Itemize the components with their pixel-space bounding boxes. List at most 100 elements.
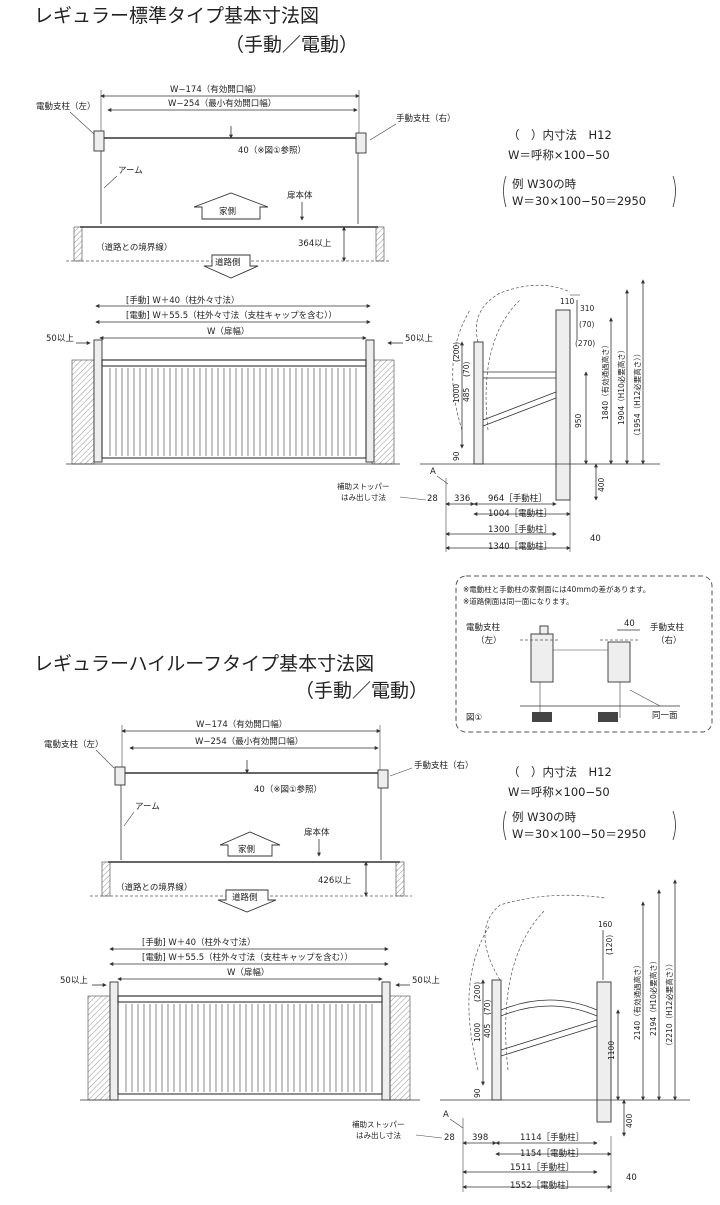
label-a: A	[443, 1110, 449, 1120]
d120: (120)	[605, 935, 614, 955]
swing-arc-inner	[505, 909, 546, 1071]
note-line3: 例 W30の時	[512, 810, 577, 824]
bracket-right	[672, 810, 676, 841]
leader-line	[389, 767, 413, 777]
label-40: 40（※図①参照）	[254, 784, 322, 795]
d400: 400	[625, 1113, 634, 1128]
arm-diagonal-2	[482, 397, 557, 427]
wall-right	[387, 995, 411, 1101]
highroof-title: レギュラーハイルーフタイプ基本寸法図	[34, 653, 374, 675]
leader-line	[103, 175, 118, 189]
arm-top	[500, 999, 598, 1011]
label-house: 家側	[219, 206, 236, 217]
label-right-post: 手動支柱（右）	[396, 113, 456, 124]
detail-label-left: 電動支柱	[466, 622, 501, 633]
wall-right	[395, 861, 405, 897]
d160: 160	[598, 920, 613, 929]
label-boundary: （道路との境界線）	[116, 882, 192, 893]
gate-post-side	[491, 979, 502, 1101]
d1114: 1114［手動柱］	[520, 1132, 584, 1143]
detail-label-right: 手動支柱	[650, 622, 685, 633]
leader-line	[449, 1118, 464, 1129]
standard-plan-view: W−174（有効開口幅） W−254（最小有効開口幅） 電動支柱（左） 手動支柱…	[36, 84, 456, 279]
gate-panel	[101, 359, 367, 459]
house-side-arrow	[193, 192, 269, 220]
detail-note2: ※道路側面は同一面になります。	[463, 596, 574, 606]
post-left	[93, 339, 103, 463]
road-side-arrow	[217, 889, 277, 913]
swing-arc-left	[468, 924, 491, 1071]
post-right	[381, 981, 391, 1101]
d200: (200)	[452, 342, 461, 362]
highroof-notes: （ ）内寸法 H12 W＝呼称×100−50 例 W30の時 W＝30×100−…	[503, 765, 676, 841]
main-post-side	[596, 981, 612, 1123]
d1840: 1840（有効通過高さ）	[600, 341, 610, 420]
label-stopper1: 補助ストッパー	[352, 1119, 405, 1129]
detail-d40: 40	[624, 619, 635, 629]
highroof-subtitle: （手動／電動）	[295, 680, 428, 702]
d40: 40	[590, 534, 601, 544]
d2194: 2194（H10必要高さ）	[648, 957, 658, 1036]
arm-diagonal	[482, 391, 557, 421]
dim-min-effective: W−254（最小有効開口幅）	[195, 736, 303, 747]
arm-diagonal-2	[500, 1025, 598, 1057]
dim-effective: W−174（有効開口幅）	[170, 84, 261, 95]
label-right-post: 手動支柱（右）	[414, 760, 474, 771]
dim-left: 50以上	[46, 334, 74, 344]
detail-base-left	[532, 712, 552, 722]
d28: 28	[444, 1133, 455, 1143]
label-stopper1: 補助ストッパー	[337, 481, 390, 491]
label-40: 40（※図①参照）	[238, 145, 306, 156]
standard-section: レギュラー標準タイプ基本寸法図 （手動／電動） W−174（有効開口幅） W−2…	[34, 5, 676, 552]
swing-arc-inner	[485, 299, 521, 431]
right-post	[377, 769, 389, 789]
detail-left-cap	[539, 625, 549, 635]
d270: (270)	[575, 339, 595, 348]
main-post-side	[555, 309, 571, 501]
wall-left	[87, 995, 111, 1101]
leader-line	[123, 811, 135, 827]
note-line2: W＝呼称×100−50	[508, 148, 610, 162]
dim-w: W（扉幅）	[227, 967, 269, 978]
dim-right: 50以上	[412, 976, 440, 986]
d336: 336	[454, 494, 470, 504]
d1154: 1154［電動柱］	[520, 1148, 584, 1159]
d90: 90	[473, 1088, 482, 1098]
detail-left-post	[530, 633, 554, 683]
note-line4: W＝30×100−50＝2950	[512, 194, 646, 208]
label-depth: 364以上	[298, 239, 332, 249]
swing-arc-outer	[476, 284, 571, 343]
d1004: 1004［電動柱］	[488, 508, 552, 519]
dim-electric: [電動] W＋55.5（柱外々寸法（支柱キャップを含む））	[126, 310, 337, 321]
highroof-side-view: 160 (120) (200) (70) 1000 405 90 1100 40…	[352, 879, 690, 1192]
arm-diagonal	[500, 1019, 598, 1051]
d70: (70)	[579, 320, 594, 329]
dim-w: W（扉幅）	[207, 326, 249, 337]
left-post	[114, 766, 126, 786]
detail-frame	[455, 575, 713, 733]
d398: 398	[472, 1133, 488, 1143]
detail-figure: ※電動柱と手動柱の家側面には40mmの差があります。 ※道路側面は同一面になりま…	[455, 575, 713, 733]
detail-base-right	[598, 712, 618, 722]
d200: (200)	[473, 982, 482, 1002]
wall-left	[71, 359, 95, 465]
label-arm: アーム	[135, 802, 160, 812]
dim-electric: [電動] W＋55.5（柱外々寸法（支柱キャップを含む））	[142, 952, 353, 963]
leader-line	[415, 1134, 443, 1139]
d1511: 1511［手動柱］	[510, 1162, 574, 1173]
leader-line	[95, 749, 115, 769]
note-line1: （ ）内寸法 H12	[508, 765, 612, 779]
highroof-plan-view: W−174（有効開口幅） W−254（最小有効開口幅） 電動支柱（左） 手動支柱…	[44, 719, 474, 913]
leader-line	[69, 111, 95, 135]
d40: 40	[626, 1173, 637, 1183]
road-side-arrow	[203, 254, 259, 279]
swing-arc-outer	[484, 894, 606, 981]
d1552: 1552［電動柱］	[510, 1180, 574, 1191]
leader-line	[436, 475, 449, 485]
detail-label-left2: （左）	[476, 635, 502, 646]
house-side-arrow	[219, 831, 281, 857]
detail-right-post	[607, 641, 631, 683]
label-stopper2: はみ出し寸法	[356, 1130, 401, 1140]
highroof-section: レギュラーハイルーフタイプ基本寸法図 （手動／電動） W−174（有効開口幅） …	[34, 653, 690, 1192]
